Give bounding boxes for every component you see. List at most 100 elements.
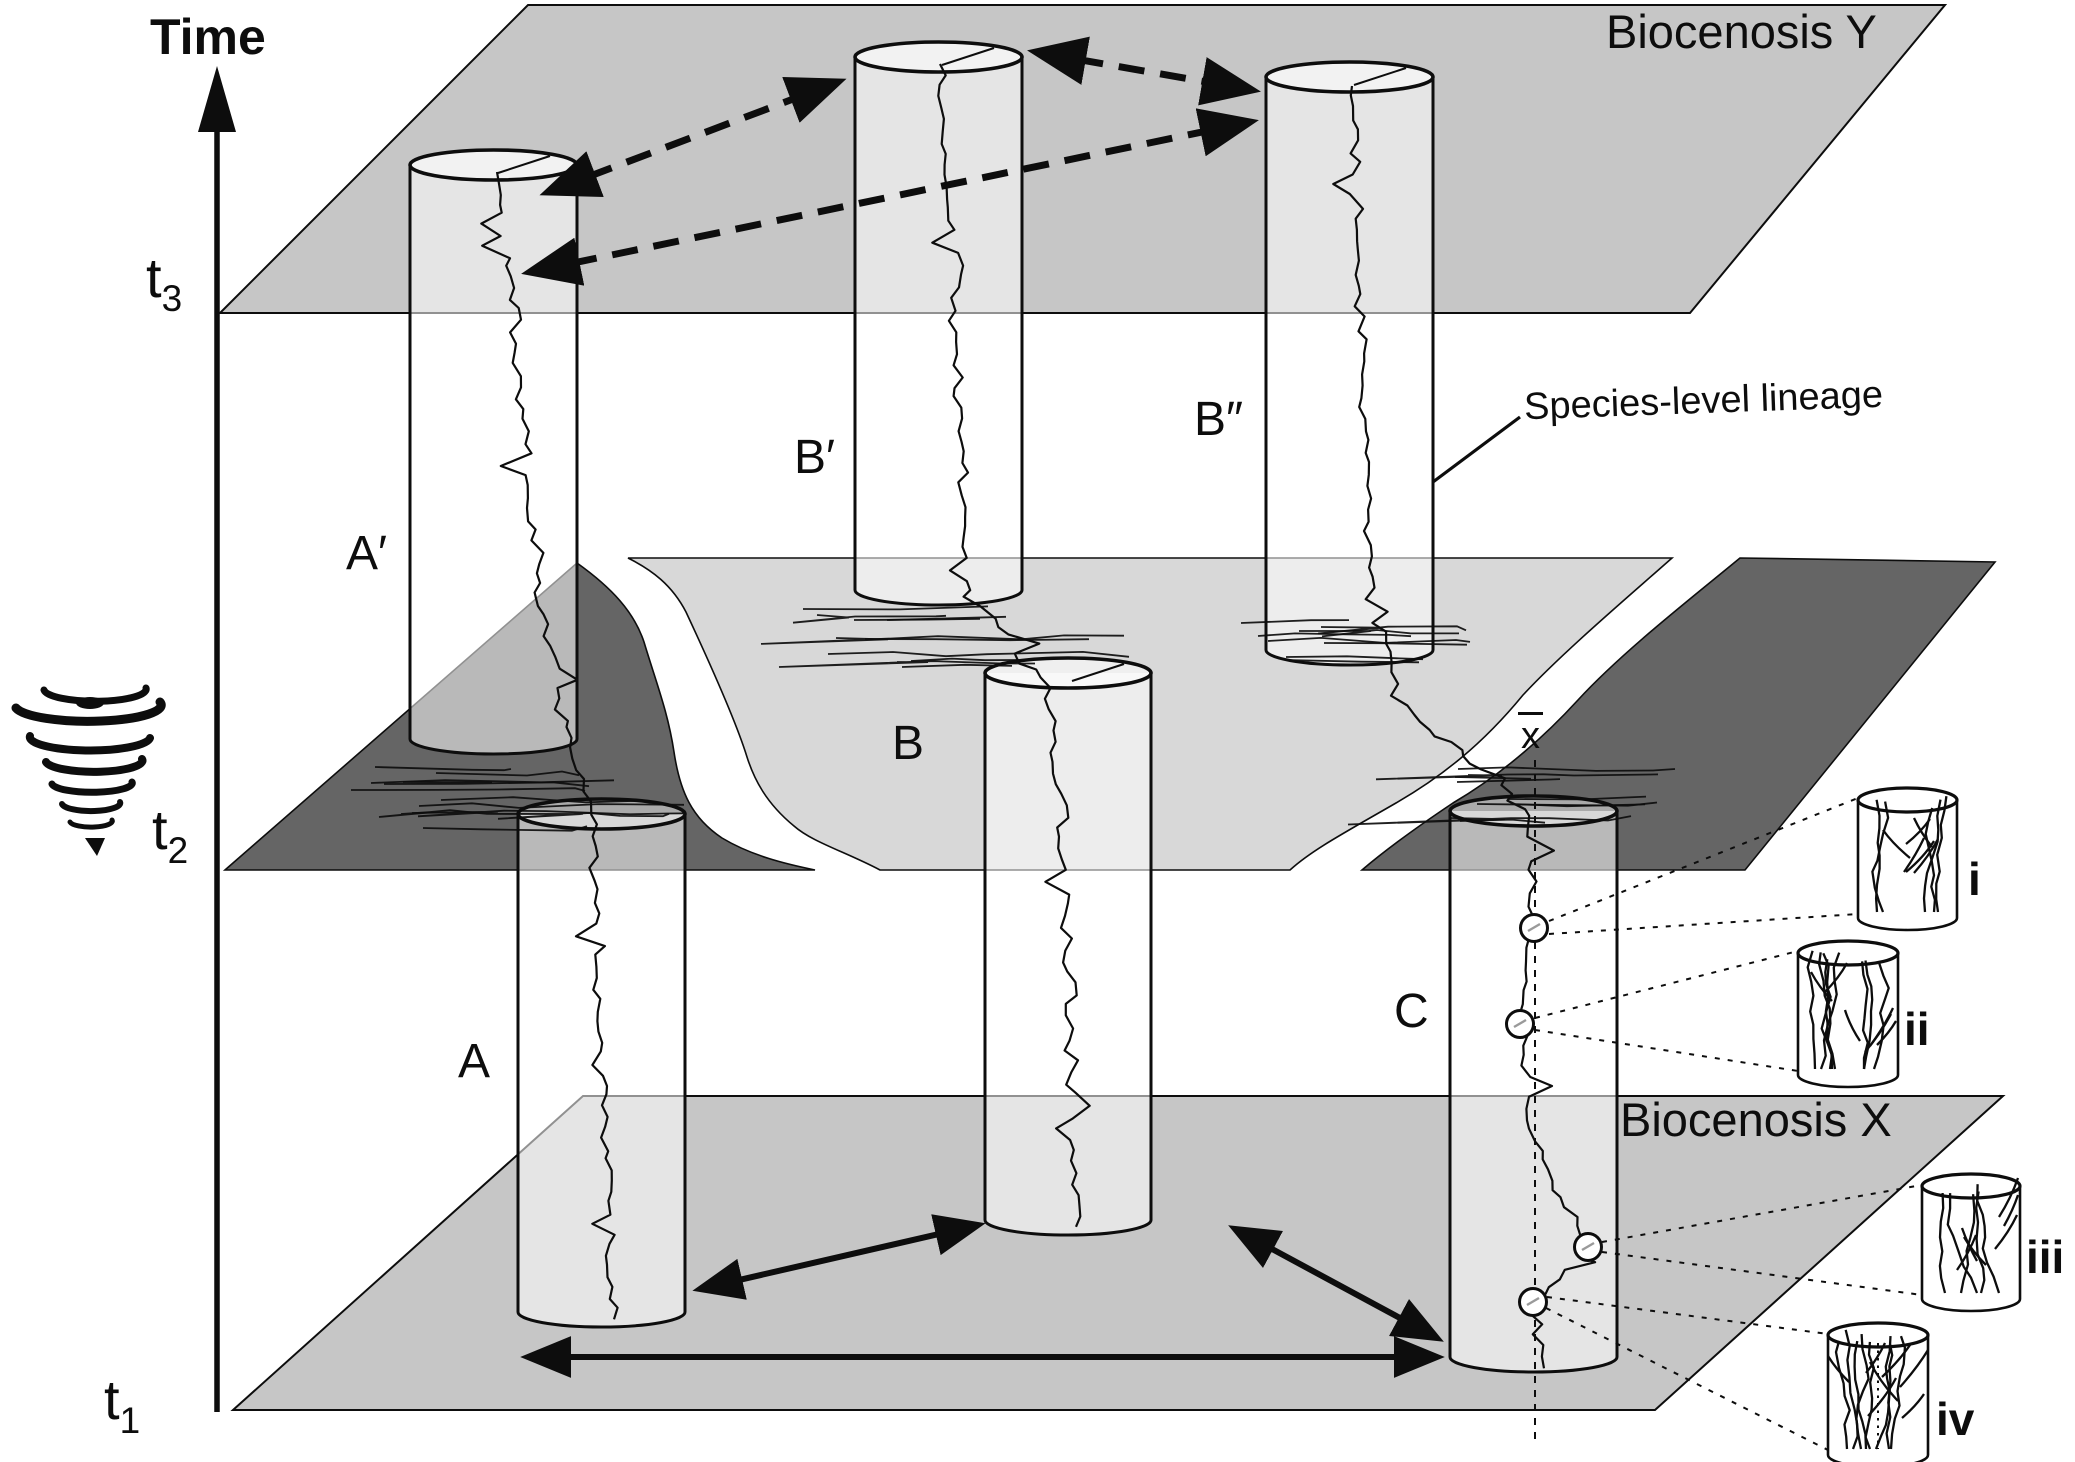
inset-branch-fork <box>1864 1013 1893 1053</box>
plane-t2-dark-patch-right <box>1359 557 1997 871</box>
scribbles-t2-middle <box>760 605 1130 668</box>
lineage-a <box>480 171 619 1320</box>
cylinder-a-prime-body <box>408 165 579 756</box>
inset-branch-fork <box>2002 1194 2020 1227</box>
time-axis-label: Time <box>150 9 266 65</box>
inset-pointer-dotted-line <box>1601 1251 1923 1296</box>
label-b-double-prime: B″ <box>1194 393 1244 446</box>
inset-branch-line <box>1860 961 1870 1069</box>
label-a-prime: A′ <box>346 527 388 580</box>
time-axis-arrowhead <box>198 66 236 132</box>
inset-branch-fork <box>1905 840 1935 873</box>
label-inset-iii: iii <box>2026 1231 2065 1283</box>
inset-cylinder-iv <box>1826 1321 1930 1462</box>
cylinder-a <box>516 797 687 1329</box>
solid-interaction-arrow <box>692 1214 986 1300</box>
inset-pointer-dotted-line <box>1546 1296 1829 1335</box>
inset-branch-fork <box>1881 1344 1911 1378</box>
time-t1-label: t1 <box>104 1368 141 1442</box>
inset-cylinder-ii-top <box>1796 939 1900 967</box>
inset-branch-line <box>1853 1340 1868 1450</box>
inset-cylinder-iii-top <box>1920 1172 2022 1200</box>
inset-branch-fork <box>1905 818 1931 845</box>
cylinder-b-top <box>983 656 1153 690</box>
sample-point-tick <box>1513 1018 1527 1029</box>
inset-branch-fork <box>1960 1227 1979 1262</box>
dashed-interaction-arrow <box>1027 36 1261 106</box>
inset-branch-fork <box>1827 1355 1850 1383</box>
label-inset-ii: ii <box>1904 1003 1930 1055</box>
species-lineage-pointer-line <box>1432 415 1521 484</box>
inset-branch-line <box>1872 961 1890 1070</box>
inset-branch-line <box>1946 1193 1979 1294</box>
label-a: A <box>458 1035 491 1088</box>
time-t2-label: t2 <box>152 798 189 872</box>
inset-branch-fork <box>1903 837 1926 873</box>
cylinder-c <box>1448 794 1619 1374</box>
cylinder-b-prime-top <box>853 40 1024 74</box>
inset-branch-line <box>1938 1192 1947 1294</box>
inset-branch-fork <box>1823 962 1849 994</box>
inset-branch-fork <box>1876 1020 1897 1046</box>
inset-branch-fork <box>1956 1234 1978 1271</box>
inset-branch-line <box>1834 1340 1851 1450</box>
inset-branch-fork <box>1865 1342 1887 1374</box>
inset-branch-fork <box>1882 829 1911 859</box>
inset-branch-fork <box>1843 1009 1861 1042</box>
cylinder-b-doubleprime-body <box>1264 77 1435 667</box>
inset-pointer-dotted-line <box>1534 1029 1799 1072</box>
inset-branch-fork <box>1998 1177 2020 1218</box>
cylinder-c-body <box>1448 811 1619 1374</box>
scribbles-t2-right <box>1347 766 1676 826</box>
biocenosis-x-label: Biocenosis X <box>1620 1093 1892 1146</box>
inset-branch-line <box>1855 1334 1870 1450</box>
top-ellipse-tick <box>1353 67 1407 86</box>
label-inset-iv: iv <box>1936 1393 1975 1445</box>
inset-branch-fork <box>1913 838 1940 874</box>
sample-point-tick <box>1581 1241 1595 1252</box>
inset-branch-fork <box>1912 817 1933 848</box>
inset-pointer-dotted-line <box>1545 1307 1829 1451</box>
inset-branch-fork <box>1867 1377 1898 1417</box>
label-b: B <box>892 717 925 770</box>
cylinder-b-doubleprime-top <box>1264 60 1435 94</box>
scribbles-t2-left <box>350 766 685 832</box>
inset-branch-line <box>1935 796 1948 913</box>
dashed-interaction-arrow <box>521 108 1259 286</box>
cylinder-a-body <box>516 814 687 1329</box>
sample-point-tick <box>1527 922 1541 933</box>
cylinder-b-doubleprime <box>1264 60 1435 667</box>
label-c: C <box>1394 985 1429 1038</box>
inset-branch-line <box>1806 950 1817 1070</box>
tornado-icon <box>11 684 166 856</box>
inset-branch-fork <box>1994 1214 2019 1250</box>
label-b-prime: B′ <box>794 431 836 484</box>
inset-cylinder-i-top <box>1856 786 1959 814</box>
biocenosis-y-label: Biocenosis Y <box>1606 5 1877 58</box>
inset-branch-line <box>1975 1191 1986 1294</box>
top-ellipse-tick <box>1071 663 1125 682</box>
inset-branch-line <box>1817 952 1837 1070</box>
inset-cylinder-i <box>1856 786 1959 932</box>
inset-cylinder-ii <box>1796 939 1900 1089</box>
inset-branch-fork <box>1809 971 1833 1002</box>
label-inset-i: i <box>1968 853 1981 905</box>
inset-branch-fork <box>1899 1349 1929 1388</box>
inset-branch-fork <box>1901 1393 1925 1419</box>
sample-point-tick <box>1526 1296 1540 1307</box>
cylinder-b-prime-body <box>853 57 1024 607</box>
inset-pointer-dotted-line <box>1601 1184 1923 1243</box>
inset-branch-line <box>1922 799 1942 913</box>
solid-interaction-arrow <box>1228 1225 1444 1342</box>
scribbles-t2-bpp <box>1240 619 1471 664</box>
cylinder-b-body <box>983 673 1153 1237</box>
inset-branch-line <box>1976 1184 2001 1294</box>
cylinder-a-prime-top <box>408 148 579 182</box>
inset-pointer-dotted-line <box>1548 797 1859 922</box>
cylinder-b-prime <box>853 40 1024 607</box>
time-t3-label: t3 <box>146 246 183 320</box>
inset-branch-line <box>1819 952 1841 1070</box>
lineage-c <box>1332 85 1601 1369</box>
